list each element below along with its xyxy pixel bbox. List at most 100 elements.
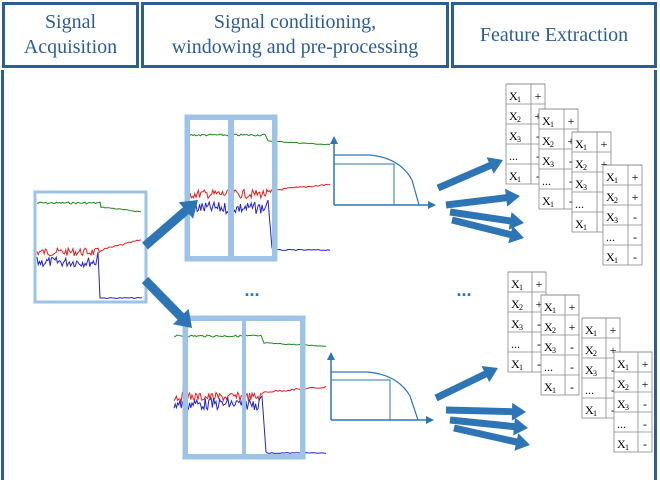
feature-sign: + — [632, 170, 639, 184]
lower-plot-y-arrowhead — [327, 352, 335, 360]
lower-window-2 — [242, 317, 304, 458]
feature-subscript: 3 — [625, 403, 629, 412]
feature-subscript: 1 — [519, 283, 523, 292]
upper-green-signal — [189, 133, 331, 146]
feature-sign: - — [633, 250, 637, 264]
feature-subscript: 2 — [583, 163, 587, 172]
feature-subscript: 2 — [552, 326, 556, 335]
feature-label: X — [542, 134, 551, 148]
header-signal-acquisition: Signal Acquisition — [2, 2, 139, 68]
feature-label: ... — [542, 174, 551, 188]
acquisition-window-frame — [33, 190, 148, 304]
feature-label: ... — [585, 383, 594, 397]
feature-label: X — [544, 300, 553, 314]
feature-label: X — [617, 357, 626, 371]
feature-label: X — [606, 170, 615, 184]
windowing-ellipsis: ... — [244, 280, 259, 300]
feature-sign: - — [643, 397, 647, 411]
feature-sign: - — [569, 154, 573, 168]
feature-subscript: 1 — [552, 306, 556, 315]
feature-label: X — [575, 157, 584, 171]
feature-subscript: 1 — [614, 176, 618, 185]
feature-subscript: 3 — [517, 135, 521, 144]
feature-sign: - — [569, 194, 573, 208]
upper-window-outer — [184, 114, 278, 262]
feature-subscript: 1 — [550, 200, 554, 209]
feature-sign: - — [570, 380, 574, 394]
feature-subscript: 1 — [519, 363, 523, 372]
feature-label: X — [509, 169, 518, 183]
header-signal-acquisition-label: Signal Acquisition — [23, 11, 118, 58]
header-feature-extraction: Feature Extraction — [451, 2, 657, 68]
feature-label: X — [542, 154, 551, 168]
feature-table-background — [505, 83, 546, 185]
arrow-lower-feature-3 — [449, 416, 528, 436]
feature-table-upper-3: X1+X2+X3-...-X1- — [571, 131, 612, 233]
flow-arrows — [141, 157, 530, 451]
header-feature-extraction-label: Feature Extraction — [479, 23, 629, 46]
arrow-upper-feature-3 — [449, 208, 524, 230]
features-ellipsis: ... — [456, 280, 471, 300]
feature-subscript: 1 — [517, 95, 521, 104]
lower-plot-marker — [331, 379, 391, 420]
feature-label: X — [575, 137, 584, 151]
feature-subscript: 3 — [552, 346, 556, 355]
feature-table-background — [538, 108, 579, 210]
lower-window-outer — [182, 315, 306, 460]
feature-label: X — [606, 210, 615, 224]
upper-plot-y-arrowhead — [330, 136, 338, 144]
arrow-lower-feature-4 — [453, 424, 530, 451]
upper-plot-marker — [334, 163, 395, 205]
feature-sign: + — [610, 323, 617, 337]
feature-subscript: 1 — [593, 329, 597, 338]
feature-sign: + — [642, 377, 649, 391]
upper-plot-curve — [334, 154, 420, 206]
feature-subscript: 1 — [550, 120, 554, 129]
arrow-to-lower-window — [141, 276, 192, 328]
feature-label: X — [509, 89, 518, 103]
feature-subscript: 2 — [517, 115, 521, 124]
feature-sign: - — [643, 437, 647, 451]
feature-sign: + — [568, 114, 575, 128]
feature-subscript: 2 — [593, 349, 597, 358]
feature-label: X — [542, 194, 551, 208]
feature-sign: - — [537, 317, 541, 331]
lower-blue-signal — [173, 394, 327, 455]
feature-label: X — [617, 437, 626, 451]
feature-sign: - — [536, 169, 540, 183]
lower-green-signal — [173, 334, 327, 347]
feature-label: X — [509, 109, 518, 123]
feature-label: X — [575, 177, 584, 191]
upper-window-2 — [228, 116, 276, 260]
feature-subscript: 1 — [625, 443, 629, 452]
feature-subscript: 2 — [519, 303, 523, 312]
feature-table-background — [540, 294, 580, 396]
feature-subscript: 3 — [614, 216, 618, 225]
feature-sign: + — [569, 300, 576, 314]
lower-window-1 — [184, 317, 246, 458]
feature-subscript: 3 — [519, 323, 523, 332]
feature-subscript: 3 — [583, 183, 587, 192]
feature-subscript: 1 — [517, 175, 521, 184]
feature-subscript: 3 — [550, 160, 554, 169]
feature-label: X — [511, 357, 520, 371]
acquisition-blue-signal — [36, 251, 143, 300]
feature-label: X — [544, 340, 553, 354]
lower-red-signal — [173, 385, 327, 403]
feature-sign: - — [633, 210, 637, 224]
feature-sign: + — [568, 134, 575, 148]
feature-sign: + — [642, 357, 649, 371]
feature-subscript: 1 — [552, 386, 556, 395]
windowing-panel-upper — [184, 114, 331, 262]
feature-sign: - — [537, 337, 541, 351]
feature-label: X — [509, 129, 518, 143]
feature-sign: + — [569, 320, 576, 334]
feature-sign: - — [611, 403, 615, 417]
acquisition-red-signal — [36, 239, 142, 257]
feature-sign: + — [536, 277, 543, 291]
